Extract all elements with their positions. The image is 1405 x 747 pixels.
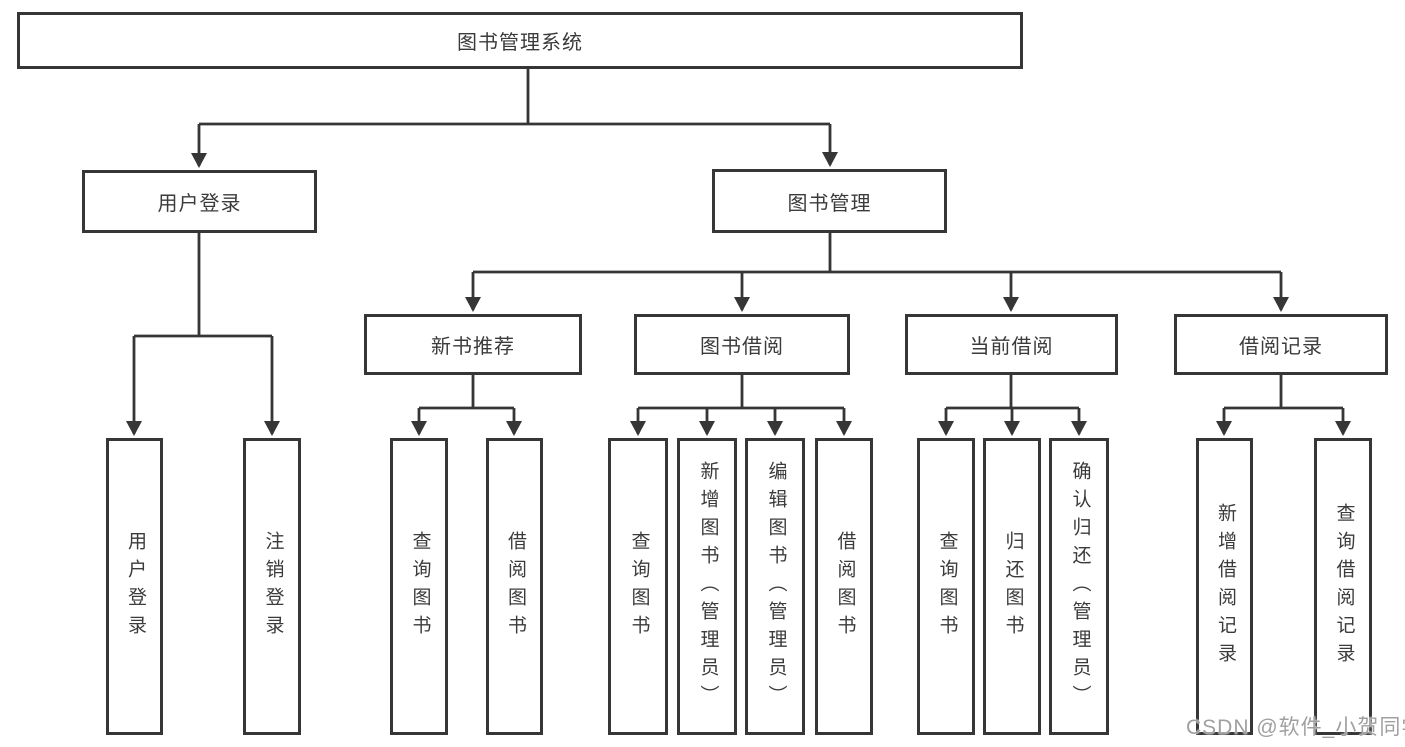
node-label: 编辑图书（管理员） <box>765 460 787 713</box>
node-user-login: 用户登录 <box>82 170 317 233</box>
node-label: 查询图书 <box>936 530 958 643</box>
node-label: 查询借阅记录 <box>1333 502 1355 671</box>
leaf-user-login: 用户登录 <box>106 438 163 735</box>
leaf-borrow-edit-books-admin: 编辑图书（管理员） <box>745 438 805 735</box>
leaf-borrow-add-books-admin: 新增图书（管理员） <box>677 438 737 735</box>
node-label: 注销登录 <box>262 530 284 643</box>
node-label: 新书推荐 <box>431 336 515 358</box>
node-label: 用户登录 <box>124 530 146 643</box>
leaf-current-confirm-return-admin: 确认归还（管理员） <box>1049 438 1109 735</box>
node-borrow-records: 借阅记录 <box>1174 314 1388 375</box>
node-label: 借阅图书 <box>504 530 526 643</box>
leaf-borrow-query-books: 查询图书 <box>608 438 668 735</box>
csdn-watermark: CSDN @软件_小贺同学 <box>1186 716 1405 739</box>
node-label: 借阅图书 <box>834 530 856 643</box>
leaf-recommend-borrow-books: 借阅图书 <box>486 438 543 735</box>
node-label: 图书管理系统 <box>457 32 583 54</box>
leaf-recommend-query-books: 查询图书 <box>390 438 448 735</box>
node-book-management: 图书管理 <box>712 169 947 233</box>
leaf-records-query-record: 查询借阅记录 <box>1314 438 1372 735</box>
node-label: 新增借阅记录 <box>1214 502 1236 671</box>
node-root-library-system: 图书管理系统 <box>17 12 1023 69</box>
leaf-current-return-books: 归还图书 <box>983 438 1041 735</box>
leaf-records-add-record: 新增借阅记录 <box>1196 438 1253 735</box>
node-label: 确认归还（管理员） <box>1069 460 1091 713</box>
node-current-borrow: 当前借阅 <box>905 314 1118 375</box>
leaf-current-query-books: 查询图书 <box>917 438 975 735</box>
node-label: 图书借阅 <box>700 336 784 358</box>
node-label: 图书管理 <box>787 192 872 215</box>
node-label: 新增图书（管理员） <box>697 460 719 713</box>
node-label: 归还图书 <box>1002 530 1024 643</box>
node-label: 当前借阅 <box>969 336 1054 358</box>
node-label: 用户登录 <box>157 193 242 215</box>
leaf-borrow-borrow-books: 借阅图书 <box>815 438 873 735</box>
node-label: 查询图书 <box>409 530 431 643</box>
leaf-logout: 注销登录 <box>243 438 301 735</box>
node-book-borrow: 图书借阅 <box>634 314 850 375</box>
node-label: 借阅记录 <box>1239 336 1323 358</box>
node-new-book-recommend: 新书推荐 <box>364 314 582 375</box>
node-label: 查询图书 <box>628 530 650 643</box>
